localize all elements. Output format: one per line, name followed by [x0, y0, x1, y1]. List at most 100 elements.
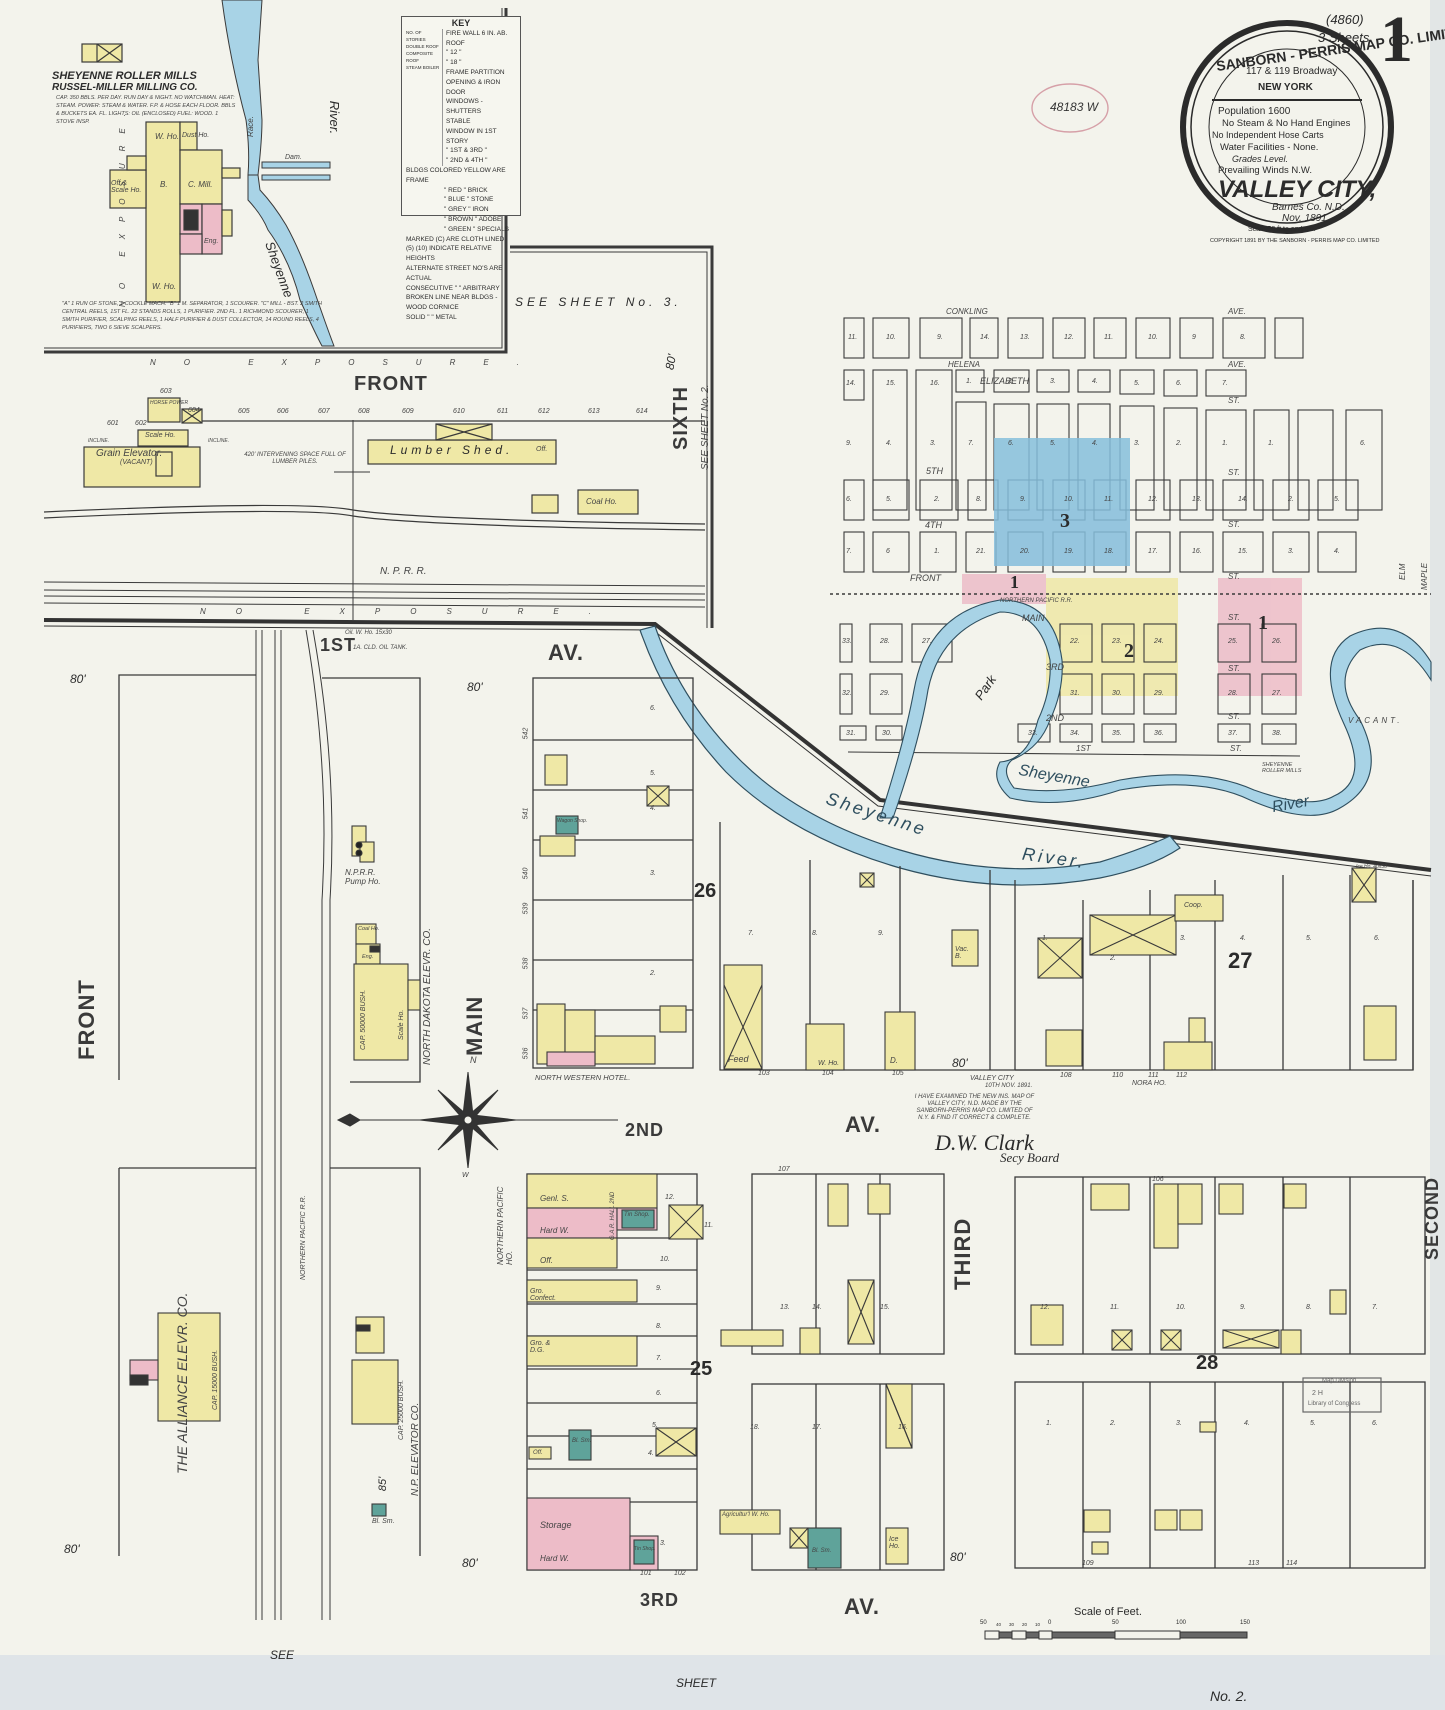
- northern-pacific-hotel-label: NORTHERN PACIFIC HO.: [496, 1186, 514, 1265]
- key-block: 7.: [846, 548, 852, 555]
- key-block: 30.: [882, 730, 892, 737]
- lot-number: 4.: [650, 805, 656, 812]
- key-block: 38.: [1272, 730, 1282, 737]
- lot-number: 18.: [750, 1424, 760, 1431]
- grain-elevator-vacant: (VACANT): [120, 459, 153, 466]
- key-sheet-link-3[interactable]: 3: [1060, 510, 1070, 532]
- key-block: 36.: [1154, 730, 1164, 737]
- key-item: " 12 ": [446, 49, 462, 57]
- wagon-shop-label: Wagon Shop.: [557, 818, 588, 824]
- key-map-river: [879, 599, 1432, 819]
- key-item: " BROWN " ADOBE: [444, 215, 502, 223]
- key-block: 16.: [1192, 548, 1202, 555]
- scale-tick: 20: [1022, 1622, 1028, 1627]
- scale-tick: 150: [1240, 1620, 1251, 1626]
- key-block: 28.: [1228, 690, 1238, 697]
- scale-bar-title: Scale of Feet.: [1074, 1606, 1142, 1618]
- lot-number: 6.: [1374, 935, 1380, 942]
- mill-label-c: C. Mill.: [188, 180, 213, 189]
- grocery-confect-label: Gro. Confect.: [530, 1288, 557, 1302]
- lot-number: 2.: [650, 970, 656, 977]
- block-number-26: 26: [694, 880, 717, 902]
- key-street-st-3: ST.: [1228, 520, 1240, 529]
- street-number: 106: [1152, 1176, 1164, 1183]
- lot-number: 2.: [1110, 1420, 1116, 1427]
- street-number: 609: [402, 408, 414, 415]
- scale-tick: 10: [1035, 1622, 1041, 1627]
- key-block: 13.: [1192, 496, 1202, 503]
- street-number: 540: [522, 867, 530, 880]
- mill-details: CAP. 350 BBLS. PER DAY. RUN DAY & NIGHT.…: [56, 95, 236, 125]
- lot-number: 5.: [1306, 935, 1312, 942]
- street-number: 102: [674, 1570, 686, 1577]
- lot-number: 10.: [1176, 1304, 1186, 1311]
- warehouse-label: W. Ho.: [818, 1060, 840, 1067]
- loc-stamp-box: [1302, 1377, 1382, 1413]
- street-main: MAIN: [462, 995, 487, 1056]
- general-store-label: Genl. S.: [540, 1194, 569, 1203]
- sheet-no-2-link[interactable]: No. 2.: [1210, 1688, 1248, 1704]
- vacant-barn-label: Vac. B.: [955, 946, 969, 960]
- key-vacant: VACANT.: [1348, 716, 1403, 725]
- key-block: 7.: [968, 440, 974, 447]
- key-block: 11.: [1104, 496, 1114, 503]
- key-block: 6.: [1008, 440, 1014, 447]
- key-street-2nd: 2ND: [1046, 713, 1065, 723]
- mill-label-race: Race.: [245, 116, 255, 137]
- key-sheet-link-1a[interactable]: 1: [1010, 572, 1019, 592]
- lumber-shed-label: Lumber Shed.: [390, 443, 514, 457]
- street-number: 542: [522, 727, 530, 740]
- street-number: 610: [453, 408, 465, 415]
- key-item: WINDOW IN 1ST STORY: [446, 127, 497, 145]
- street-2nd: 2ND: [625, 1120, 665, 1140]
- street-number: 602: [135, 420, 147, 427]
- scale-ho-label: Scale Ho.: [145, 432, 176, 439]
- dwelling-label: D.: [890, 1056, 898, 1065]
- street-number: 114: [1286, 1560, 1298, 1567]
- lot-number: 17.: [812, 1424, 822, 1431]
- nd-elevator-label: NORTH DAKOTA ELEVR. CO.: [422, 927, 433, 1065]
- key-block: 19.: [1064, 548, 1074, 555]
- dimension-80-e: 80': [462, 1556, 478, 1570]
- alliance-elevator-label: THE ALLIANCE ELEVR. CO.: [174, 1292, 190, 1474]
- mill-label-office: Off & Scale Ho.: [111, 180, 142, 194]
- lot-number: 6.: [650, 705, 656, 712]
- scale-tick: 50: [1112, 1620, 1119, 1626]
- key-block: 5.: [1134, 380, 1140, 387]
- key-item: " 18 ": [446, 59, 462, 67]
- alliance-capacity: CAP. 15000 BUSH.: [212, 1349, 219, 1410]
- key-block: 4.: [886, 440, 892, 447]
- dimension-80-d: 80': [64, 1542, 80, 1556]
- key-item: " GREY " IRON: [444, 206, 489, 214]
- key-symbol-double-roof: DOUBLE ROOF: [406, 43, 439, 49]
- key-sheet-link-2[interactable]: 2: [1124, 640, 1134, 662]
- key-item: FIRE WALL 6 IN. AB. ROOF: [446, 29, 508, 47]
- key-street-front: FRONT: [910, 573, 941, 583]
- key-block: 25.: [1228, 638, 1238, 645]
- key-sheet-link-1b[interactable]: 1: [1258, 612, 1268, 634]
- lot-number: 3.: [1176, 1420, 1182, 1427]
- key-block: 7.: [1222, 380, 1228, 387]
- key-block: 6.: [846, 496, 852, 503]
- agricultural-warehouse-label: Agricultur'l W. Ho.: [722, 1512, 770, 1518]
- key-block: 4.: [1334, 548, 1340, 555]
- library-stamp-line3: Library of Congress: [1308, 1401, 1361, 1407]
- mill-label-wh: W. Ho.: [155, 132, 180, 141]
- lot-number: 3.: [1180, 935, 1186, 942]
- key-block: 4.: [1092, 440, 1098, 447]
- key-item: FRAME PARTITION: [446, 68, 505, 76]
- street-number: 606: [277, 408, 289, 415]
- lot-number: 9.: [1240, 1304, 1246, 1311]
- key-block: 35.: [1112, 730, 1122, 737]
- seal-water: Water Facilities - None.: [1220, 142, 1319, 153]
- incline-label-west: INCLINE.: [88, 438, 110, 444]
- key-block: 27.: [1272, 690, 1282, 697]
- boundary-lines: [43, 618, 1432, 877]
- key-block: 22.: [1070, 638, 1080, 645]
- key-block: 15.: [1238, 548, 1248, 555]
- see-sheet-2: SEE SHEET No. 2.: [700, 384, 711, 470]
- lot-number: 4.: [648, 1450, 654, 1457]
- key-street-st-6: ST.: [1228, 664, 1240, 673]
- seal-graphic: [1180, 20, 1394, 234]
